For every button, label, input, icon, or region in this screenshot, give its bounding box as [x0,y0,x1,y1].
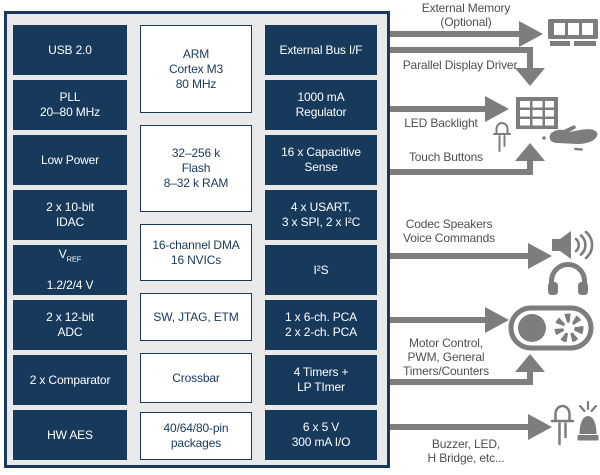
block-hw-aes: HW AES [13,410,127,460]
led-icon [492,118,512,154]
touch-buttons-arrow-shaft [390,169,533,175]
motor-elbow-arrow-head [515,354,545,372]
motor-arrow-head [485,307,509,333]
motor-arrow-shaft [390,317,487,323]
label-motor-control: Motor Control, PWM, General Timers/Count… [403,336,489,379]
block-io: 6 x 5 V 300 mA I/O [265,410,377,460]
parallel-display-arrow-shaft [390,47,533,53]
block-comparator: 2 x Comparator [13,355,127,405]
block-debug: SW, JTAG, ETM [140,293,252,341]
block-low-power: Low Power [13,135,127,185]
motor-belt-icon [508,305,594,351]
block-crossbar: Crossbar [140,353,252,403]
block-usart-spi-i2c: 4 x USART, 3 x SPI, 2 x I²C [265,190,377,240]
block-external-bus: External Bus I/F [265,25,377,75]
memory-module-icon [548,19,598,49]
codec-arrow-shaft [390,253,530,259]
speaker-icon [552,229,597,261]
led-backlight-arrow-shaft [390,106,487,112]
external-memory-arrow-shaft [390,31,520,37]
block-idac: 2 x 10-bit IDAC [13,190,127,240]
codec-arrow-head [528,243,552,269]
block-cap-sense: 16 x Capacitive Sense [265,135,377,185]
headphones-icon [548,261,588,295]
label-buzzer: Buzzer, LED, H Bridge, etc... [427,437,505,466]
block-pll: PLL 20–80 MHz [13,80,127,130]
label-codec-speakers: Codec Speakers Voice Commands [403,217,495,246]
motor-elbow-arrow-vertical [527,372,533,379]
display-grid-icon [516,97,558,129]
parallel-display-arrow-vertical [527,47,533,70]
label-external-memory: External Memory (Optional) [421,1,511,30]
label-led-backlight: LED Backlight [404,116,478,130]
block-packages: 40/64/80-pin packages [140,412,252,460]
led-backlight-arrow-head [485,96,509,122]
touch-buttons-arrow-head [515,143,545,161]
external-memory-arrow-head [519,21,543,47]
block-dma-nvic: 16-channel DMA 16 NVICs [140,224,252,281]
block-adc: 2 x 12-bit ADC [13,300,127,350]
label-touch-buttons: Touch Buttons [408,150,484,164]
led-icon [550,399,575,449]
label-parallel-display: Parallel Display Driver [402,58,518,72]
block-usb: USB 2.0 [13,25,127,75]
buzzer-arrow-shaft [390,424,530,430]
block-pca: 1 x 6-ch. PCA 2 x 2-ch. PCA [265,300,377,350]
block-arm-core: ARM Cortex M3 80 MHz [140,25,252,113]
hand-swipe-icon [541,120,599,154]
block-regulator: 1000 mA Regulator [265,80,377,130]
touch-buttons-arrow-vertical [527,161,533,169]
block-vref: VREF 1.2/2/4 V [13,245,127,295]
block-i2s: I²S [265,245,377,295]
siren-icon [576,398,600,448]
block-flash-ram: 32–256 k Flash 8–32 k RAM [140,125,252,212]
motor-elbow-arrow-shaft [390,379,533,385]
parallel-display-arrow-head [515,68,545,86]
buzzer-arrow-head [528,414,552,440]
vref-label: VREF 1.2/2/4 V [46,247,94,292]
block-timers: 4 Timers + LP TImer [265,355,377,405]
